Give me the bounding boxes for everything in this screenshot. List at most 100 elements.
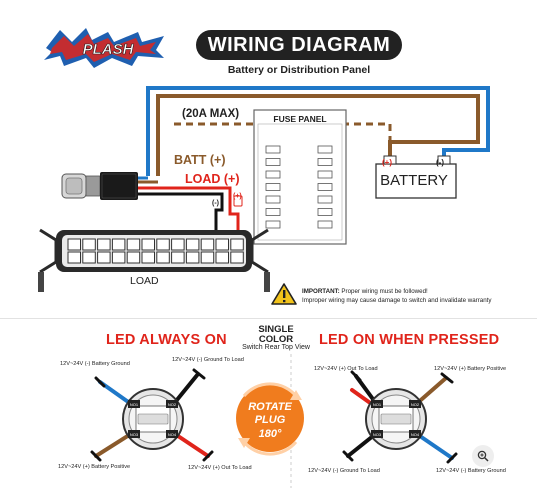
left-label-bottom-left: 12V~24V (+) Battery Positive [58, 464, 131, 470]
wire-dashed-right [342, 122, 392, 142]
logo-text: PLASH [83, 41, 135, 58]
zoom-button[interactable] [472, 445, 494, 467]
led-cell [111, 238, 126, 251]
led-cell [82, 251, 96, 264]
led-cell [215, 251, 229, 264]
right-terminal-4: NO4 [411, 432, 420, 437]
led-cell [156, 238, 170, 251]
right-label-bottom-left: 12V~24V (-) Ground To Load [308, 468, 380, 474]
rear-view-label: Switch Rear Top View [242, 344, 310, 351]
led-cell [82, 238, 96, 251]
led-cell [230, 238, 244, 251]
right-label-bottom-right: 12V~24V (-) Battery Ground [436, 468, 506, 474]
led-cell [200, 238, 215, 251]
rocker-switch [61, 172, 138, 200]
fuse-slot [317, 183, 333, 191]
fuse-slot [317, 195, 333, 204]
rotate-line-2: PLUG [255, 414, 286, 426]
led-cell [156, 251, 170, 264]
led-cell [141, 238, 155, 251]
led-cell [171, 251, 185, 264]
led-cells [67, 238, 244, 264]
fuse-max-label: (20A MAX) [182, 108, 240, 120]
color-label: COLOR [258, 334, 294, 345]
battery-label: BATTERY [380, 172, 448, 189]
fuse-slot [265, 145, 281, 154]
left-terminal-4: NO4 [168, 432, 177, 437]
fuse-slot [265, 195, 281, 204]
led-cell [126, 251, 141, 264]
warning-line-1-text: Proper wiring must be followed! [339, 288, 428, 295]
led-cell [185, 238, 200, 251]
right-switch-view: NO1 NO2 NO3 NO4 [342, 370, 458, 464]
fuse-slot [265, 158, 281, 166]
wire-red-load [138, 186, 240, 236]
led-cell [230, 251, 244, 264]
fuse-slot [317, 220, 333, 229]
positive-marker-label: (+) [233, 193, 242, 200]
right-terminal-1: NO1 [373, 402, 382, 407]
fuse-slot [317, 158, 333, 166]
left-label-top-left: 12V~24V (-) Battery Ground [60, 361, 130, 367]
left-terminal-1: NO1 [130, 402, 139, 407]
right-label-top-left: 12V~24V (+) Out To Load [314, 366, 378, 372]
led-cell [67, 251, 81, 264]
rotate-line-3: 180° [259, 428, 282, 440]
page-title: WIRING DIAGRAM [196, 30, 402, 60]
right-terminal-3: NO3 [373, 432, 382, 437]
battery-positive-terminal: (+) [382, 158, 392, 167]
warning-strong: IMPORTANT: [302, 288, 340, 295]
fuse-slot [317, 145, 333, 154]
warning-icon [271, 283, 297, 305]
single-label: SINGLE [258, 324, 294, 335]
left-switch-view: NO1 NO2 NO3 NO4 [90, 368, 214, 462]
fuse-slot [265, 170, 281, 179]
battery-negative-terminal: (-) [436, 158, 444, 167]
rotate-line-1: ROTATE [248, 401, 292, 413]
led-cell [171, 238, 185, 251]
rotate-plug-badge: ROTATE PLUG 180° [236, 382, 304, 456]
fuse-slot [265, 208, 281, 216]
fuse-panel-label: FUSE PANEL [273, 114, 327, 124]
left-label-bottom-right: 12V~24V (+) Out To Load [188, 465, 252, 471]
warning-line-1: IMPORTANT: Proper wiring must be followe… [302, 288, 428, 295]
led-cell [126, 238, 141, 251]
left-label-top-right: 12V~24V (-) Ground To Load [172, 357, 244, 363]
led-cell [67, 238, 81, 251]
led-cell [111, 251, 126, 264]
main-wiring-graphic [38, 86, 490, 305]
heading-led-on-when-pressed: LED ON WHEN PRESSED [319, 332, 500, 348]
batt-positive-label: BATT (+) [174, 153, 226, 167]
led-cell [185, 251, 200, 264]
led-cell [97, 251, 111, 264]
plash-logo: PLASH [44, 28, 164, 68]
fuse-slot [265, 183, 281, 191]
wire-blue-ground [146, 86, 490, 176]
load-caption: LOAD [130, 275, 159, 287]
page-subtitle: Battery or Distribution Panel [227, 64, 371, 76]
led-cell [141, 251, 155, 264]
led-cell [215, 238, 229, 251]
led-cell [97, 238, 111, 251]
led-cell [200, 251, 215, 264]
battery [375, 155, 457, 199]
fuse-slot [317, 208, 333, 216]
wire-black-ground [138, 192, 224, 236]
right-terminal-2: NO2 [411, 402, 420, 407]
fuse-slots [265, 145, 333, 229]
load-positive-label: LOAD (+) [185, 172, 240, 186]
fuse-slot [317, 170, 333, 179]
fuse-slot [265, 220, 281, 229]
heading-led-always-on: LED ALWAYS ON [106, 332, 227, 348]
right-label-top-right: 12V~24V (+) Battery Positive [434, 366, 507, 372]
wire-brown-batt [156, 94, 480, 176]
switch-views-graphic: NO1 NO2 NO3 NO4 NO1 NO2 NO3 [90, 354, 458, 488]
inline-fuse [233, 195, 243, 207]
section-divider [0, 318, 537, 319]
zoom-in-icon [477, 450, 489, 462]
ground-marker-label: (-) [212, 200, 219, 207]
warning-line-2: Improper wiring may cause damage to swit… [302, 297, 492, 304]
left-terminal-3: NO3 [130, 432, 139, 437]
left-terminal-2: NO2 [168, 402, 177, 407]
